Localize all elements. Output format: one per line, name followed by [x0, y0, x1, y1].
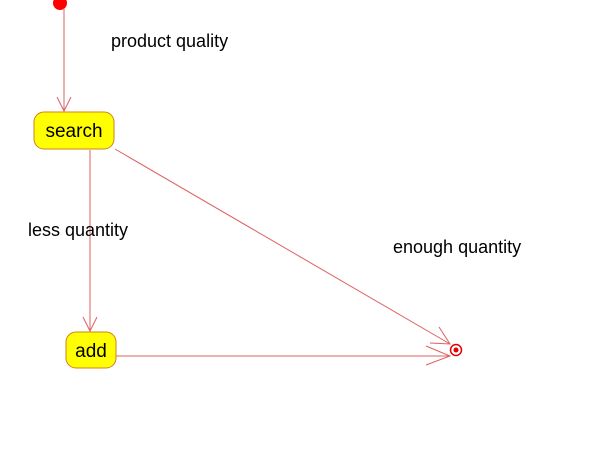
final-node[interactable] — [449, 343, 463, 357]
edge-initial-to-search[interactable] — [56, 8, 72, 113]
edge-label-enough-quantity: enough quantity — [393, 237, 521, 257]
edge-label-less-quantity: less quantity — [28, 220, 128, 240]
initial-node[interactable] — [53, 0, 67, 10]
state-search[interactable]: search — [33, 111, 115, 150]
edge-label-product-quality: product quality — [111, 31, 228, 51]
state-add[interactable]: add — [65, 331, 117, 369]
edge-add-to-final[interactable] — [116, 345, 452, 366]
state-search-label: search — [45, 121, 102, 142]
state-add-label: add — [75, 341, 107, 362]
edge-search-to-final[interactable] — [114, 148, 451, 345]
edge-search-to-add[interactable] — [82, 150, 98, 333]
